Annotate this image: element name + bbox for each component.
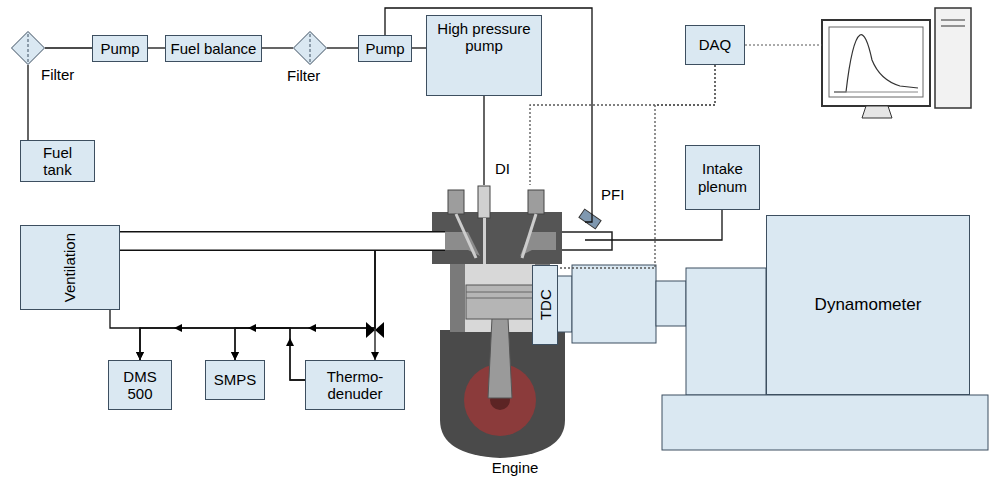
flow-line (483, 96, 484, 185)
di-injector-tip (483, 218, 486, 264)
flow-line (412, 47, 426, 48)
intake-valve (522, 214, 536, 258)
intake-pipe (555, 232, 612, 250)
flow-line (262, 47, 293, 48)
node-label: Pump (100, 40, 139, 57)
process-box: DMS 500 (108, 360, 172, 410)
process-box: Pump (92, 35, 148, 62)
screen-axis (834, 92, 918, 93)
flow-arrow (286, 338, 294, 346)
filter-diamond: Filter (293, 31, 327, 65)
filter-symbol (11, 31, 45, 65)
process-box: High pressure pump (426, 15, 542, 96)
dyno-flange (686, 268, 766, 395)
tower-slot (941, 20, 965, 21)
filter-element (28, 34, 29, 62)
flow-line (27, 65, 28, 140)
flow-line (375, 241, 445, 360)
node-label: High pressure pump (430, 20, 538, 55)
tower-slot (941, 26, 965, 27)
filter-symbol (293, 31, 327, 65)
process-box: Ventilation (20, 225, 120, 310)
cylinder-head (432, 212, 562, 264)
node-label: DAQ (699, 36, 732, 53)
flow-line (385, 8, 592, 222)
flow-line (585, 210, 722, 240)
filter-element (310, 34, 311, 62)
piston-ring (466, 292, 534, 293)
di-injector (478, 186, 490, 218)
valve-spring (448, 190, 464, 214)
flow-line (110, 310, 140, 360)
node-label: TDC (536, 290, 553, 321)
node-label: Pump (365, 40, 404, 57)
monitor (822, 20, 930, 106)
pipe-fill (120, 233, 445, 250)
filter-diamond-outline (12, 32, 45, 65)
coupling (556, 276, 572, 332)
piston-ring (466, 298, 534, 299)
process-box: Thermo-denuder (305, 360, 405, 410)
injector-label: PFI (600, 186, 625, 203)
valve-symbol (375, 322, 384, 338)
flow-line (140, 241, 445, 360)
process-box: Fuel balance (165, 35, 262, 62)
piston (466, 285, 534, 319)
monitor-screen (829, 27, 923, 97)
engine-node: Engine (445, 185, 585, 478)
computer-tower (935, 8, 971, 108)
computer-icon (822, 8, 971, 118)
connecting-rod (488, 318, 512, 398)
filter-diamond-outline (294, 32, 327, 65)
screen-curve (834, 35, 918, 92)
node-label: Ventilation (61, 233, 78, 302)
flow-arrow (308, 324, 316, 332)
filter-label: Filter (287, 67, 320, 84)
process-box: Pump (358, 35, 412, 62)
flow-arrow (174, 324, 182, 332)
exhaust-pipe (120, 231, 445, 251)
flow-line (148, 47, 165, 48)
node-label: DMS 500 (120, 368, 160, 403)
node-label: Fuel tank (36, 144, 80, 179)
flow-line (235, 241, 445, 360)
injector-label: DI (494, 160, 511, 177)
valve-symbol (366, 322, 375, 338)
node-label: Intake plenum (693, 160, 753, 195)
process-box: DAQ (685, 25, 745, 65)
filter-diamond: Filter (11, 31, 45, 65)
dyno-base (662, 395, 988, 450)
valve-spring (528, 190, 544, 214)
flow-line (327, 47, 358, 48)
pfi-injector (579, 209, 601, 229)
process-box: Fuel tank (20, 140, 95, 182)
process-box: Intake plenum (685, 145, 760, 210)
node-label: Fuel balance (171, 40, 257, 57)
process-box: TDC (532, 265, 558, 345)
coupling (656, 281, 686, 326)
sampling-parts (174, 322, 384, 346)
signal-line (745, 45, 822, 46)
process-box: SMPS (205, 360, 265, 400)
flow-line (45, 47, 92, 48)
monitor-stand (862, 106, 892, 118)
process-box: Dynamometer (766, 215, 970, 395)
flow-arrow (248, 324, 256, 332)
filter-label: Filter (41, 66, 74, 83)
node-label: Thermo-denuder (319, 368, 391, 403)
node-label: Dynamometer (815, 295, 922, 315)
node-label: SMPS (214, 371, 257, 388)
node-label: Engine (489, 459, 542, 476)
exhaust-valve (456, 214, 476, 258)
drive-shaft-housing (572, 265, 656, 343)
